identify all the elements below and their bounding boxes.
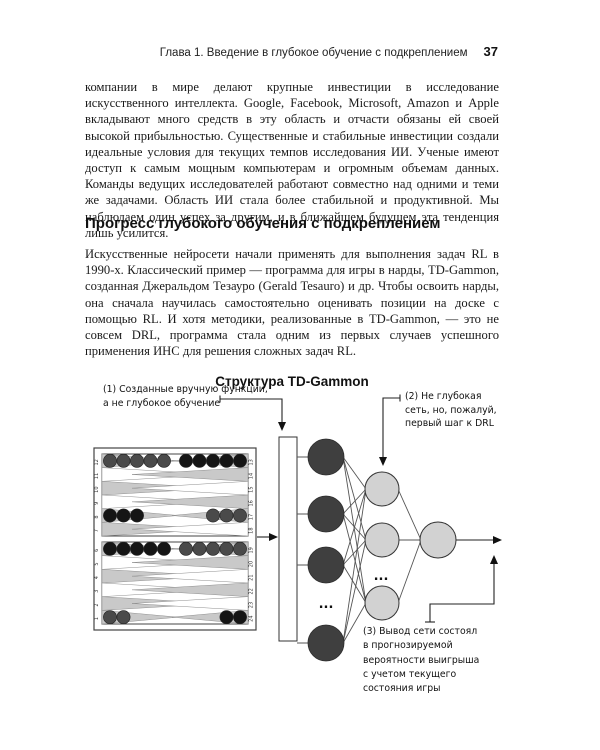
svg-text:13: 13	[249, 459, 255, 465]
input-layer-ellipsis: ...	[319, 597, 334, 612]
annotation-handcrafted-features: (1) Созданные вручную функции, а не глуб…	[103, 383, 268, 410]
annotation1-arrow	[219, 395, 283, 424]
svg-text:5: 5	[94, 562, 100, 565]
annotation-line: (3) Вывод сети состоял	[363, 626, 478, 637]
annotation1-arrowhead	[278, 422, 286, 431]
section-heading: Прогресс глубокого обучения с подкреплен…	[85, 215, 441, 232]
svg-text:24: 24	[249, 615, 255, 621]
annotation-line: с учетом текущего	[363, 668, 457, 680]
svg-text:3: 3	[94, 590, 100, 593]
annotation2-arrow	[382, 394, 401, 459]
svg-text:4: 4	[94, 576, 100, 579]
svg-text:8: 8	[94, 515, 100, 518]
svg-text:6: 6	[94, 549, 100, 552]
annotation-line: а не глубокое обучение	[103, 397, 221, 409]
svg-text:18: 18	[249, 527, 255, 533]
paragraph-td-gammon: Искусственные нейросети начали применять…	[85, 247, 499, 359]
svg-text:10: 10	[94, 486, 100, 492]
annotation-line: (2) Не глубокая	[405, 391, 482, 402]
page-number: 37	[483, 44, 498, 59]
annotation-line: (1) Созданные вручную функции,	[103, 384, 268, 395]
running-head: Глава 1. Введение в глубокое обучение с …	[85, 44, 498, 59]
output-arrowhead	[493, 536, 502, 544]
annotation-not-deep-network: (2) Не глубокая сеть, но, пожалуй, первы…	[405, 390, 497, 431]
svg-text:15: 15	[249, 486, 255, 492]
board-to-input-arrowhead	[269, 533, 278, 541]
annotation-line: состояния игры	[363, 683, 441, 695]
svg-text:1: 1	[94, 617, 100, 620]
svg-text:11: 11	[94, 473, 100, 479]
annotation2-arrowhead	[379, 457, 387, 466]
svg-text:17: 17	[249, 514, 255, 520]
svg-text:9: 9	[94, 502, 100, 505]
neural-network	[297, 438, 457, 662]
svg-text:7: 7	[94, 529, 100, 532]
annotation3-arrowhead	[490, 555, 498, 564]
annotation-line: сеть, но, пожалуй,	[405, 404, 497, 416]
svg-text:14: 14	[249, 473, 255, 479]
annotation-line: первый шаг к DRL	[405, 418, 494, 429]
hidden-layer-ellipsis: ...	[374, 569, 389, 584]
svg-text:21: 21	[249, 574, 255, 580]
annotation3-arrow	[425, 562, 495, 623]
input-vector-rect	[278, 436, 298, 642]
svg-text:23: 23	[249, 602, 255, 608]
annotation-line: вероятности выигрыша	[363, 654, 480, 666]
figure-title: Структура TD-Gammon	[215, 374, 369, 389]
svg-text:19: 19	[249, 547, 255, 553]
paragraph-intro: компании в мире делают крупные инвестици…	[85, 80, 499, 240]
annotation-network-output: (3) Вывод сети состоял в прогнозируемой …	[363, 625, 479, 696]
svg-text:22: 22	[249, 588, 255, 594]
chapter-title: Глава 1. Введение в глубокое обучение с …	[159, 47, 468, 59]
svg-text:20: 20	[249, 561, 255, 567]
annotation-line: в прогнозируемой	[363, 640, 453, 652]
svg-text:16: 16	[249, 500, 255, 506]
svg-text:12: 12	[94, 459, 100, 465]
svg-text:2: 2	[94, 603, 100, 606]
